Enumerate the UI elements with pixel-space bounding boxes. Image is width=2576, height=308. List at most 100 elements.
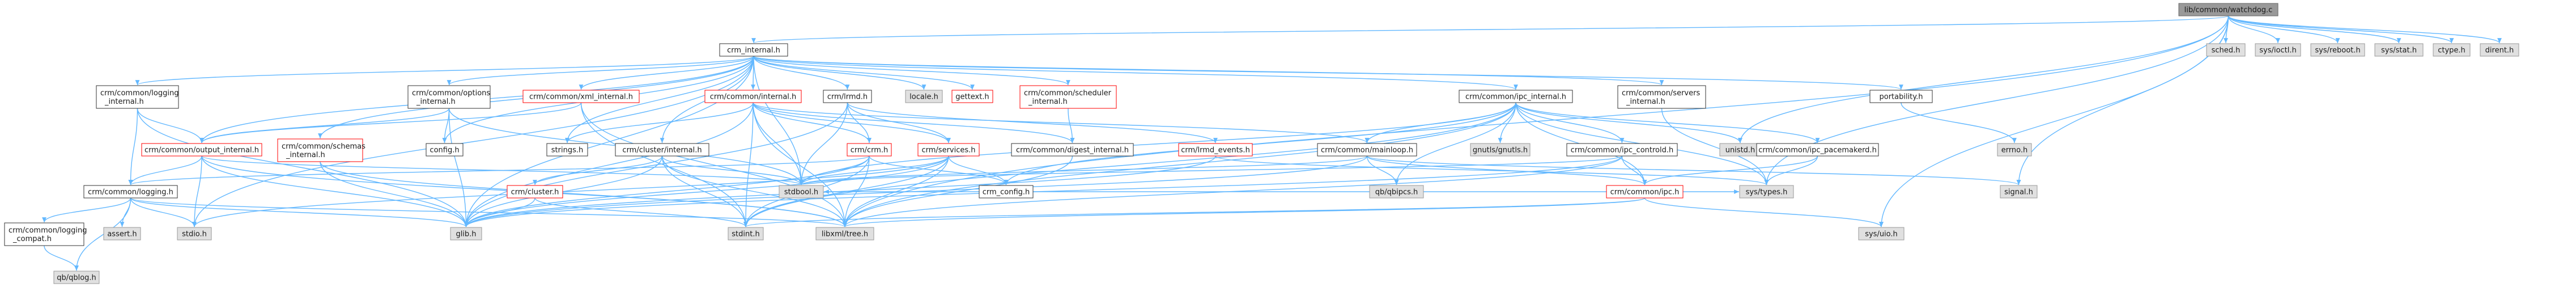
edge-common_int-to-stdbool xyxy=(753,102,804,185)
node-label-schemas_int: _internal.h xyxy=(286,151,325,159)
edge-internal-to-options_int xyxy=(447,56,754,86)
node-cluster_int[interactable]: crm/cluster/internal.h xyxy=(615,143,709,157)
node-box-reboot xyxy=(2310,43,2365,57)
node-servers_int[interactable]: crm/common/servers_internal.h xyxy=(1617,85,1706,109)
node-logging[interactable]: crm/common/logging.h xyxy=(83,185,178,199)
edge-internal-to-strings xyxy=(565,56,754,144)
node-lrmd_events[interactable]: crm/lrmd_events.h xyxy=(1178,143,1253,157)
node-label-cluster_int: crm/cluster/internal.h xyxy=(622,146,702,155)
edge-watchdog-to-systypes xyxy=(1764,15,2229,185)
node-services[interactable]: crm/services.h xyxy=(917,143,980,157)
node-box-ioctl xyxy=(2255,43,2301,57)
edge-ipc-to-libxml xyxy=(843,197,1646,227)
node-label-portability: portability.h xyxy=(1879,93,1923,102)
node-digest_int[interactable]: crm/common/digest_internal.h xyxy=(1011,143,1134,157)
edge-logging-to-libxml xyxy=(130,197,847,227)
node-stat[interactable]: sys/stat.h xyxy=(2374,43,2424,57)
node-ipc[interactable]: crm/common/ipc.h xyxy=(1606,185,1684,199)
node-stdint[interactable]: stdint.h xyxy=(728,227,764,241)
node-gettext[interactable]: gettext.h xyxy=(951,90,993,103)
node-box-lrmd_events xyxy=(1178,143,1253,157)
node-mainloop[interactable]: crm/common/mainloop.h xyxy=(1317,143,1417,157)
edge-cluster-to-stdint xyxy=(534,197,748,227)
node-locale[interactable]: locale.h xyxy=(905,90,943,103)
edge-ipc_int-to-crm_config xyxy=(1004,102,1516,185)
node-label-crm_config: crm_config.h xyxy=(983,188,1030,197)
node-box-config xyxy=(426,143,464,157)
node-crm_config[interactable]: crm_config.h xyxy=(979,185,1034,199)
node-watchdog[interactable]: lib/common/watchdog.c xyxy=(2178,3,2279,16)
edge-watchdog-to-reboot xyxy=(2228,15,2340,44)
node-glib[interactable]: glib.h xyxy=(450,227,482,241)
node-qbipcs[interactable]: qb/qbipcs.h xyxy=(1369,185,1424,199)
node-box-xml_int xyxy=(522,90,640,103)
node-crm[interactable]: crm/crm.h xyxy=(847,143,892,157)
node-signal[interactable]: signal.h xyxy=(2000,185,2038,199)
node-internal[interactable]: crm_internal.h xyxy=(719,43,788,57)
node-portability[interactable]: portability.h xyxy=(1869,90,1933,103)
edge-watchdog-to-ioctl xyxy=(2228,15,2280,44)
node-options_int[interactable]: crm/common/options_internal.h xyxy=(407,85,491,109)
node-cluster[interactable]: crm/cluster.h xyxy=(507,185,563,199)
node-stdbool[interactable]: stdbool.h xyxy=(779,185,824,199)
node-reboot[interactable]: sys/reboot.h xyxy=(2310,43,2365,57)
node-ipc_pacemakerd[interactable]: crm/common/ipc_pacemakerd.h xyxy=(1756,143,1879,157)
node-box-crm xyxy=(847,143,892,157)
node-label-xml_int: crm/common/xml_internal.h xyxy=(529,93,633,102)
node-strings[interactable]: strings.h xyxy=(546,143,588,157)
node-sched[interactable]: sched.h xyxy=(2206,43,2246,57)
node-ioctl[interactable]: sys/ioctl.h xyxy=(2255,43,2301,57)
node-config[interactable]: config.h xyxy=(426,143,464,157)
node-output_int[interactable]: crm/common/output_internal.h xyxy=(141,143,262,157)
edge-lrmd-to-lrmd_events xyxy=(847,102,1218,144)
node-errno[interactable]: errno.h xyxy=(1997,143,2032,157)
edge-schemas_int-to-libxml xyxy=(320,161,847,227)
node-dirent[interactable]: dirent.h xyxy=(2480,43,2519,57)
node-xml_int[interactable]: crm/common/xml_internal.h xyxy=(522,90,640,103)
node-ctype[interactable]: ctype.h xyxy=(2433,43,2471,57)
edge-logging-to-logging_compat xyxy=(42,197,131,223)
node-label-options_int: _internal.h xyxy=(416,98,456,106)
edge-internal-to-ipc_int xyxy=(753,56,1518,90)
node-stdio[interactable]: stdio.h xyxy=(177,227,212,241)
edge-watchdog-to-ctype xyxy=(2228,15,2454,44)
node-label-unistd: unistd.h xyxy=(1725,146,1755,155)
node-box-logging_compat xyxy=(4,222,84,246)
edge-ipc_controld-to-stdbool xyxy=(799,155,1623,185)
node-systypes[interactable]: sys/types.h xyxy=(1739,185,1794,199)
edge-ipc-to-stdint xyxy=(743,197,1646,227)
node-logging_compat[interactable]: crm/common/logging_compat.h xyxy=(4,222,87,246)
node-scheduler_int[interactable]: crm/common/scheduler_internal.h xyxy=(1019,85,1117,109)
node-lrmd[interactable]: crm/lrmd.h xyxy=(823,90,872,103)
node-common_int[interactable]: crm/common/internal.h xyxy=(704,90,802,103)
edge-logging-to-assert xyxy=(120,197,131,227)
node-sysuio[interactable]: sys/uio.h xyxy=(1858,227,1905,241)
node-ipc_controld[interactable]: crm/common/ipc_controld.h xyxy=(1566,143,1678,157)
edge-options_int-to-glib xyxy=(448,108,469,227)
edge-internal-to-servers_int xyxy=(753,56,1664,86)
node-label-systypes: sys/types.h xyxy=(1746,188,1788,197)
node-assert[interactable]: assert.h xyxy=(103,227,141,241)
node-box-options_int xyxy=(407,85,491,109)
node-schemas_int[interactable]: crm/common/schemas_internal.h xyxy=(277,138,365,162)
edge-common_int-to-crm xyxy=(753,102,872,144)
edge-crm-to-glib xyxy=(464,155,870,227)
node-qblog[interactable]: qb/qblog.h xyxy=(53,271,100,284)
node-logging_int[interactable]: crm/common/logging_internal.h xyxy=(96,85,179,109)
node-unistd[interactable]: unistd.h xyxy=(1719,143,1761,157)
node-label-crm: crm/crm.h xyxy=(851,146,889,155)
node-label-stat: sys/stat.h xyxy=(2381,47,2417,55)
node-label-errno: errno.h xyxy=(2001,146,2028,155)
edge-internal-to-lrmd xyxy=(753,56,850,90)
node-libxml[interactable]: libxml/tree.h xyxy=(815,227,874,241)
node-label-options_int: crm/common/options xyxy=(412,89,490,98)
node-ipc_int[interactable]: crm/common/ipc_internal.h xyxy=(1459,90,1573,103)
node-box-stdbool xyxy=(779,185,824,199)
edge-ipc_pacemakerd-to-ipc xyxy=(1642,155,1818,185)
node-gnutls[interactable]: gnutls/gnutls.h xyxy=(1470,143,1531,157)
node-box-sched xyxy=(2206,43,2246,57)
node-box-digest_int xyxy=(1011,143,1134,157)
edge-output_int-to-glib xyxy=(201,155,469,227)
dependency-nodes: lib/common/watchdog.c crm_internal.h sched… xyxy=(4,3,2519,284)
edge-ipc_int-to-ipc_pacemakerd xyxy=(1515,102,1820,144)
